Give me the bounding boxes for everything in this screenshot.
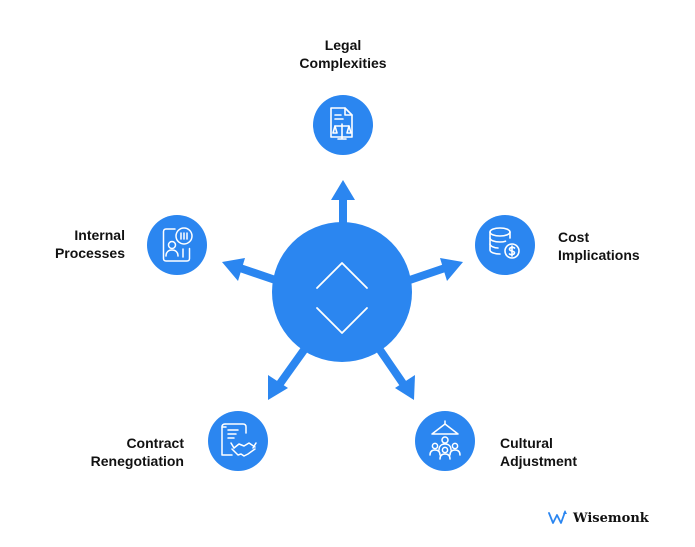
center-hub bbox=[272, 222, 412, 362]
node-internal bbox=[147, 215, 207, 275]
contract-handshake-icon bbox=[221, 423, 257, 457]
legal-document-scale-icon bbox=[330, 107, 353, 140]
node-cultural bbox=[415, 411, 475, 471]
person-process-icon bbox=[162, 227, 193, 262]
arrow-to-cultural bbox=[376, 347, 415, 400]
arrow-to-contract bbox=[268, 347, 308, 400]
brand-logo: Wisemonk bbox=[548, 510, 649, 526]
node-contract bbox=[208, 411, 268, 471]
brand-name: Wisemonk bbox=[573, 510, 649, 526]
label-internal: Internal Processes bbox=[54, 227, 125, 261]
coin-stack-dollar-icon bbox=[489, 227, 520, 259]
label-cost: Cost Implications bbox=[558, 229, 640, 263]
node-legal bbox=[313, 95, 373, 155]
label-cultural: Cultural Adjustment bbox=[500, 435, 577, 469]
wisemonk-logo-icon bbox=[548, 510, 567, 524]
team-umbrella-icon bbox=[429, 420, 461, 460]
label-contract: Contract Renegotiation bbox=[90, 435, 184, 469]
node-cost bbox=[475, 215, 535, 275]
label-legal: Legal Complexities bbox=[299, 37, 387, 71]
diamond-chevrons-icon bbox=[316, 262, 368, 334]
